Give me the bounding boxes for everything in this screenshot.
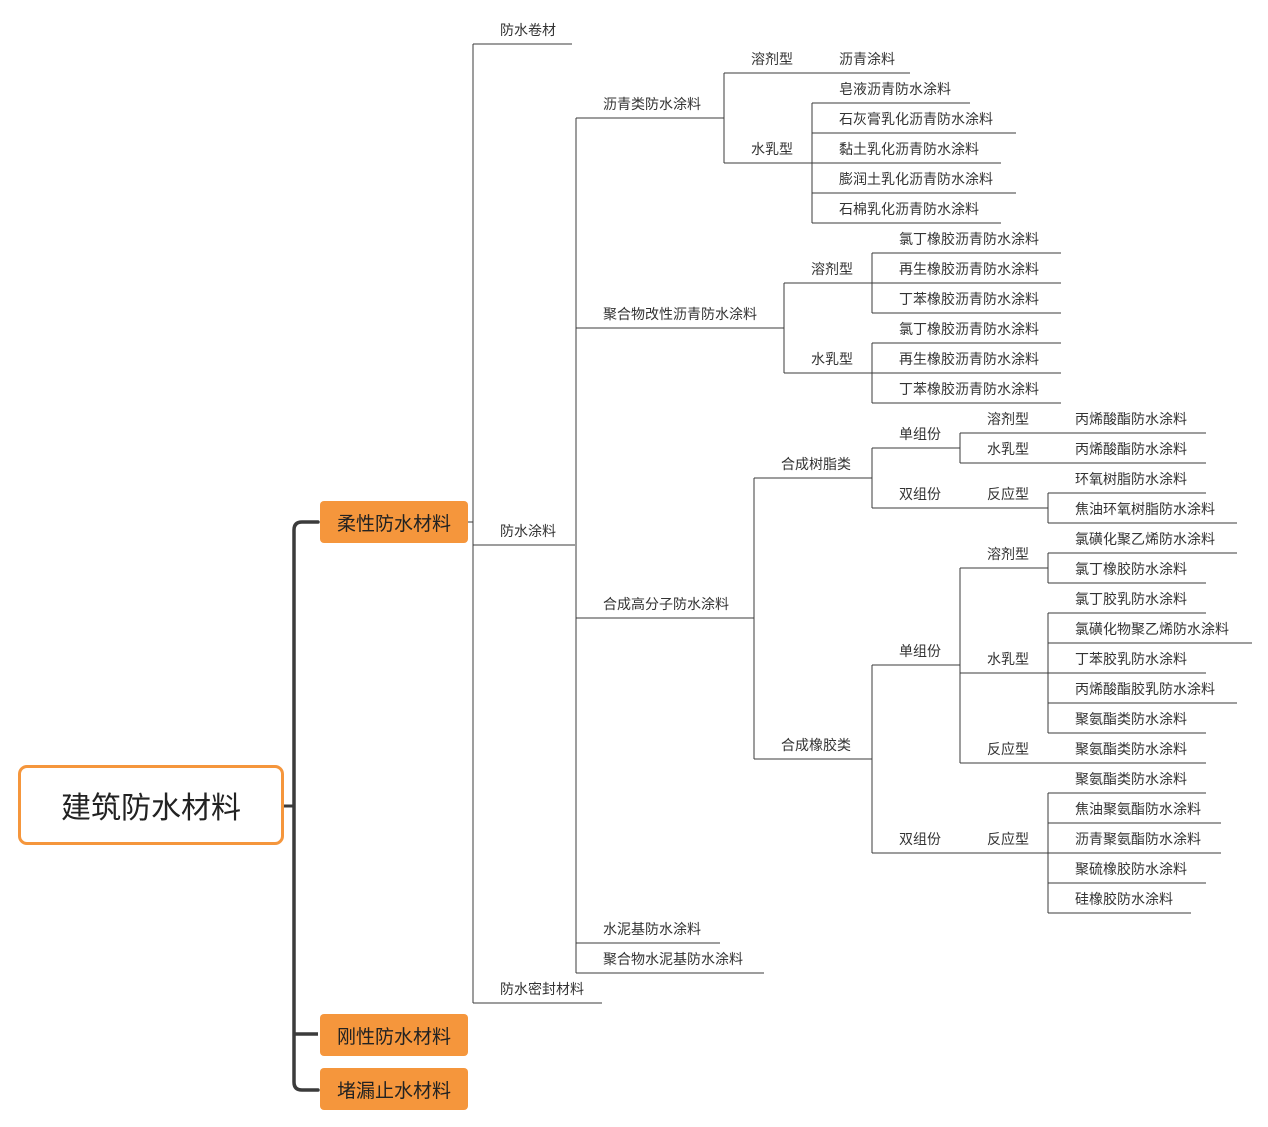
- leaf-node[interactable]: 石棉乳化沥青防水涂料: [839, 202, 979, 218]
- leaf-node[interactable]: 黏土乳化沥青防水涂料: [839, 142, 979, 158]
- node-xiangjiao-shuang[interactable]: 双组份: [899, 832, 941, 848]
- node-xiangjiao[interactable]: 合成橡胶类: [781, 738, 851, 754]
- leaf-node[interactable]: 聚氨酯类防水涂料: [1075, 712, 1187, 728]
- node-shuzhi-shuang[interactable]: 双组份: [899, 487, 941, 503]
- leaf-node[interactable]: 焦油聚氨酯防水涂料: [1075, 802, 1201, 818]
- leaf-node[interactable]: 焦油环氧树脂防水涂料: [1075, 502, 1215, 518]
- leaf-node[interactable]: 沥青聚氨酯防水涂料: [1075, 832, 1201, 848]
- leaf-node[interactable]: 再生橡胶沥青防水涂料: [899, 352, 1039, 368]
- node-xiangjiao-rongji[interactable]: 溶剂型: [987, 547, 1029, 563]
- leaf-node[interactable]: 氯磺化聚乙烯防水涂料: [1075, 532, 1215, 548]
- node-shuzhi-shuiru[interactable]: 水乳型: [987, 442, 1029, 458]
- leaf-node[interactable]: 环氧树脂防水涂料: [1075, 472, 1187, 488]
- node-juhewu-rongji[interactable]: 溶剂型: [811, 262, 853, 278]
- leaf-node[interactable]: 丁苯橡胶沥青防水涂料: [899, 382, 1039, 398]
- leaf-node[interactable]: 膨润土乳化沥青防水涂料: [839, 172, 993, 188]
- category-plugging[interactable]: 堵漏止水材料: [320, 1068, 468, 1110]
- node-shuzhi-rongji[interactable]: 溶剂型: [987, 412, 1029, 428]
- node-juhewu-shuiru[interactable]: 水乳型: [811, 352, 853, 368]
- node-juhewu-shuini[interactable]: 聚合物水泥基防水涂料: [603, 952, 743, 968]
- leaf-node[interactable]: 硅橡胶防水涂料: [1075, 892, 1173, 908]
- leaf-node[interactable]: 再生橡胶沥青防水涂料: [899, 262, 1039, 278]
- node-juancai[interactable]: 防水卷材: [500, 23, 556, 39]
- leaf-node[interactable]: 氯丁橡胶沥青防水涂料: [899, 232, 1039, 248]
- leaf-node[interactable]: 沥青涂料: [839, 52, 895, 68]
- leaf-node[interactable]: 聚氨酯类防水涂料: [1075, 742, 1187, 758]
- root-topic[interactable]: 建筑防水材料: [18, 765, 284, 845]
- node-juhewu[interactable]: 聚合物改性沥青防水涂料: [603, 307, 757, 323]
- leaf-node[interactable]: 氯丁胶乳防水涂料: [1075, 592, 1187, 608]
- node-xiangjiao-fanying[interactable]: 反应型: [987, 742, 1029, 758]
- node-gaofenzi[interactable]: 合成高分子防水涂料: [603, 597, 729, 613]
- node-tuliao[interactable]: 防水涂料: [500, 524, 556, 540]
- node-shuzhi-fanying[interactable]: 反应型: [987, 487, 1029, 503]
- leaf-node[interactable]: 皂液沥青防水涂料: [839, 82, 951, 98]
- leaf-node[interactable]: 氯丁橡胶防水涂料: [1075, 562, 1187, 578]
- leaf-node[interactable]: 氯磺化物聚乙烯防水涂料: [1075, 622, 1229, 638]
- node-xiangjiao-fanying2[interactable]: 反应型: [987, 832, 1029, 848]
- category-rigid[interactable]: 刚性防水材料: [320, 1014, 468, 1056]
- node-shuzhi-dan[interactable]: 单组份: [899, 427, 941, 443]
- node-liqing[interactable]: 沥青类防水涂料: [603, 97, 701, 113]
- node-liqing-rongji[interactable]: 溶剂型: [751, 52, 793, 68]
- leaf-node[interactable]: 氯丁橡胶沥青防水涂料: [899, 322, 1039, 338]
- node-shuzhi[interactable]: 合成树脂类: [781, 457, 851, 473]
- leaf-node[interactable]: 丁苯胶乳防水涂料: [1075, 652, 1187, 668]
- node-liqing-shuiru[interactable]: 水乳型: [751, 142, 793, 158]
- category-flexible[interactable]: 柔性防水材料: [320, 501, 468, 543]
- node-xiangjiao-shuiru[interactable]: 水乳型: [987, 652, 1029, 668]
- leaf-node[interactable]: 石灰膏乳化沥青防水涂料: [839, 112, 993, 128]
- node-xiangjiao-dan[interactable]: 单组份: [899, 644, 941, 660]
- leaf-node[interactable]: 聚硫橡胶防水涂料: [1075, 862, 1187, 878]
- node-shuini[interactable]: 水泥基防水涂料: [603, 922, 701, 938]
- leaf-node[interactable]: 聚氨酯类防水涂料: [1075, 772, 1187, 788]
- leaf-node[interactable]: 丙烯酸酯胶乳防水涂料: [1075, 682, 1215, 698]
- root-bracket: [292, 520, 320, 1092]
- node-mifeng[interactable]: 防水密封材料: [500, 982, 584, 998]
- leaf-node[interactable]: 丙烯酸酯防水涂料: [1075, 442, 1187, 458]
- leaf-node[interactable]: 丙烯酸酯防水涂料: [1075, 412, 1187, 428]
- leaf-node[interactable]: 丁苯橡胶沥青防水涂料: [899, 292, 1039, 308]
